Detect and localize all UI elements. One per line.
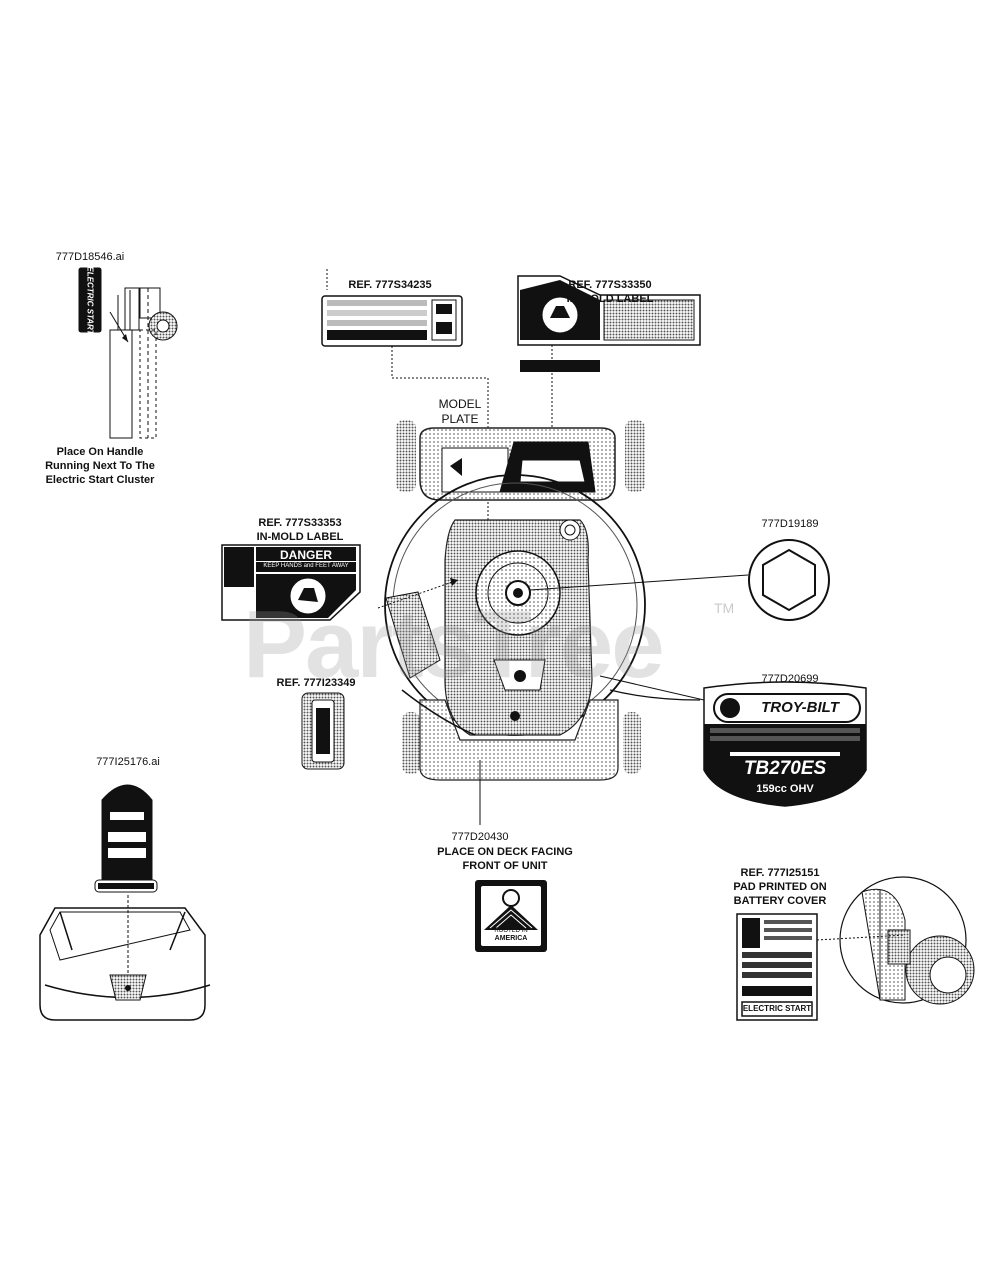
model-plate-label-2: PLATE (441, 412, 479, 426)
part-20430-label: 777D20430 (451, 831, 509, 843)
ref-25151-sublabel-1: PAD PRINTED ON (733, 881, 827, 893)
rooted-in-text: ROOTED IN (494, 928, 528, 934)
troy-bilt-model-label (599, 675, 867, 807)
ref-33350-sublabel: IN-MOLD LABEL (566, 293, 654, 305)
electric-start-decal-text: ELECTRIC START (85, 265, 95, 335)
place-on-handle-line-1: Place On Handle (56, 446, 144, 458)
electric-start-decal (79, 268, 101, 332)
ref-33353-sublabel: IN-MOLD LABEL (256, 531, 344, 543)
mower-deck-top-view (384, 420, 701, 781)
electric-start-decal-text-box: ELECTRIC START (79, 265, 101, 335)
america-text: AMERICA (494, 935, 528, 942)
place-on-handle-line-2: Running Next To The (45, 460, 155, 472)
front-left-wheel (402, 712, 420, 774)
front-right-wheel (623, 712, 641, 774)
hexagon-socket-decal (529, 539, 830, 621)
ref-33353-label: REF. 777S33353 (258, 517, 342, 529)
watermark: PartsTree (243, 591, 665, 698)
file-25176-label: 777I25176.ai (96, 756, 160, 768)
model-plate-label-1: MODEL (438, 397, 482, 411)
rooted-in-america-badge (475, 880, 547, 952)
ref-33350-label: REF. 777S33350 (568, 279, 652, 291)
rear-left-wheel (396, 420, 416, 492)
model-number: TB270ES (743, 758, 827, 779)
place-on-handle-line-3: Electric Start Cluster (45, 474, 155, 486)
danger-heading: DANGER (279, 548, 332, 562)
brand-logo-text: TROY-BILT (761, 699, 839, 716)
electric-start-file-label: 777D18546.ai (55, 251, 125, 263)
danger-subtext: KEEP HANDS and FEET AWAY (263, 563, 349, 569)
part-20430-instruction-2: FRONT OF UNIT (462, 860, 548, 872)
ref-25151-sublabel-2: BATTERY COVER (733, 895, 827, 907)
battery-cover-label (736, 876, 975, 1021)
danger-label-33353 (221, 544, 459, 621)
danger-label-33350 (517, 275, 701, 496)
grass-bag-illustration (39, 784, 211, 1021)
handle-decal-23349 (301, 692, 345, 770)
electric-start-handle-illustration (78, 267, 178, 439)
battery-electric-start-text: ELECTRIC START (742, 1004, 812, 1013)
ref-25151-label: REF. 777I25151 (740, 867, 820, 879)
part-19189-label: 777D19189 (761, 518, 819, 530)
part-20699-label: 777D20699 (761, 673, 819, 685)
rear-right-wheel (625, 420, 645, 492)
part-20430-instruction-1: PLACE ON DECK FACING (437, 846, 573, 858)
watermark-trademark: TM (714, 600, 735, 616)
engine-size: 159cc OHV (756, 783, 814, 795)
ref-23349-label: REF. 777I23349 (276, 677, 356, 689)
ref-34235-label: REF. 777S34235 (348, 279, 432, 291)
warning-label-34235 (321, 269, 489, 520)
